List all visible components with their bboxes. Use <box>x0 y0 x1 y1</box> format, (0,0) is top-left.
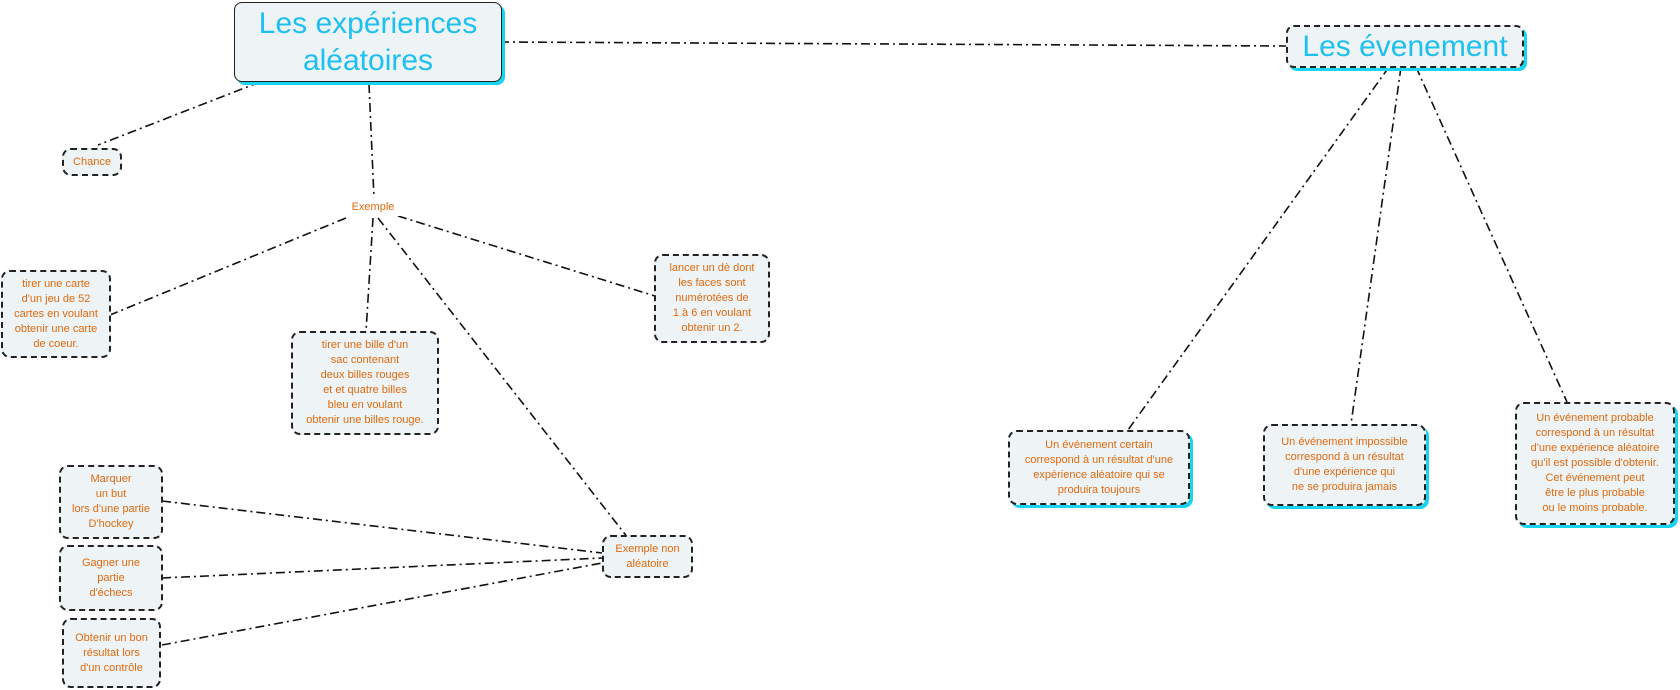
link-non-aleatoire-controle <box>161 562 603 646</box>
link-non-aleatoire-echecs <box>161 557 603 579</box>
node-evenement-impossible[interactable]: Un événement impossible correspond à un … <box>1263 424 1426 506</box>
node-evenement-probable[interactable]: Un événement probable correspond à un ré… <box>1515 402 1675 525</box>
node-les-evenement[interactable]: Les évenement <box>1286 25 1524 68</box>
node-evenement-certain[interactable]: Un événement certain correspond à un rés… <box>1008 430 1190 505</box>
node-tirer-carte[interactable]: tirer une carte d'un jeu de 52 cartes en… <box>1 270 111 358</box>
link-experiences-chance <box>97 81 261 146</box>
node-experiences-aleatoires[interactable]: Les expériences aléatoires <box>234 2 502 82</box>
node-chance[interactable]: Chance <box>62 148 122 176</box>
node-gagner-partie[interactable]: Gagner une partie d'échecs <box>59 545 163 611</box>
link-evenement-probable <box>1415 66 1568 403</box>
node-tirer-bille[interactable]: tirer une bille d'un sac contenant deux … <box>291 331 439 435</box>
node-marquer-but[interactable]: Marquer un but lors d'une partie D'hocke… <box>59 465 163 539</box>
link-exemple-carte <box>109 217 347 316</box>
node-exemple-non-aleatoire[interactable]: Exemple non aléatoire <box>602 535 693 578</box>
link-experiences-evenement <box>499 41 1287 47</box>
link-exemple-bille <box>365 217 374 333</box>
link-non-aleatoire-hockey <box>161 500 603 554</box>
node-obtenir-resultat[interactable]: Obtenir un bon résultat lors d'un contrô… <box>62 618 161 688</box>
node-exemple[interactable]: Exemple <box>342 198 404 216</box>
node-lancer-de[interactable]: lancer un dè dont les faces sont numérot… <box>654 254 770 343</box>
link-evenement-impossible <box>1350 66 1402 425</box>
link-exemple-de <box>397 215 656 297</box>
link-evenement-certain <box>1127 66 1390 431</box>
link-experiences-exemple <box>368 83 375 199</box>
link-exemple-non-aleatoire <box>377 217 629 539</box>
